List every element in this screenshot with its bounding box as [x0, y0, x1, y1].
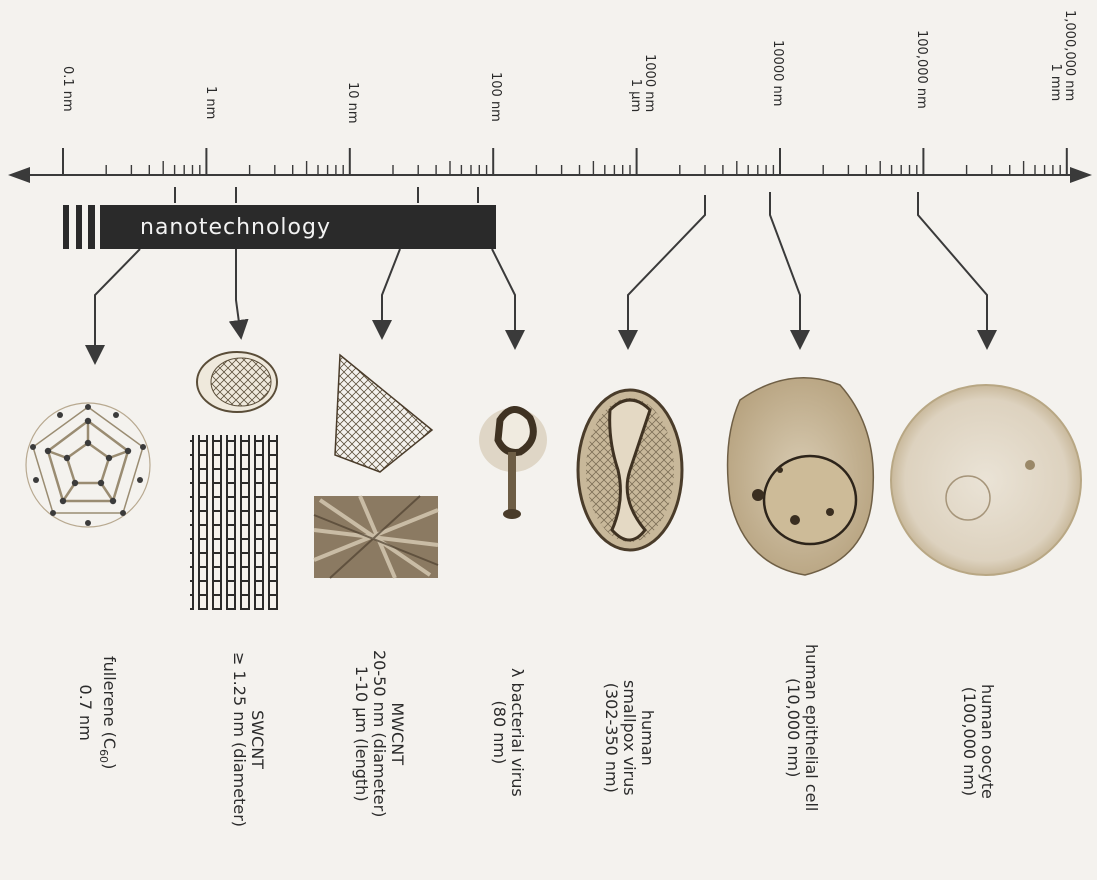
- smallpox-label: human smallpox virus (302-350 nm): [602, 680, 656, 796]
- scale-label-text: 1,000,000 nm: [1062, 10, 1076, 101]
- epithelial-connector: [770, 192, 800, 340]
- epithelial-cell-image: [728, 378, 874, 575]
- scale-label-0-1nm: 0.1 nm: [60, 66, 74, 112]
- swcnt-connector: [236, 249, 240, 330]
- scale-label-10nm: 10 nm: [345, 82, 359, 124]
- lambda-virus-size: (80 nm): [490, 668, 508, 797]
- smallpox-name: smallpox virus: [620, 680, 638, 796]
- nanotechnology-band: nanotechnology: [100, 205, 496, 249]
- scale-label-1mm: 1,000,000 nm 1 mm: [1048, 10, 1076, 101]
- scale-label-text: 1 µm: [628, 54, 642, 112]
- scale-label-text: 0.1 nm: [60, 66, 75, 112]
- mwcnt-connector: [382, 249, 400, 330]
- fullerene-image: [26, 403, 150, 527]
- nanotech-band-stripes: [63, 205, 95, 249]
- mwcnt-label: MWCNT 20-50 nm (diameter) 1-10 µm (lengt…: [352, 650, 406, 817]
- lambda-virus-name: λ bacterial virus: [508, 668, 526, 797]
- axis-left-arrow-icon: [8, 167, 30, 183]
- scale-label-text: 100 nm: [488, 72, 503, 122]
- fullerene-name: fullerene (C: [100, 656, 119, 749]
- epithelial-label: human epithelial cell (10,000 nm): [784, 644, 820, 811]
- mwcnt-length: 1-10 µm (length): [352, 650, 370, 817]
- fullerene-connector: [95, 249, 140, 355]
- swcnt-size: ≥ 1.25 nm (diameter): [230, 652, 248, 827]
- mwcnt-diameter: 20-50 nm (diameter): [370, 650, 388, 817]
- smallpox-virus-image: [578, 390, 682, 550]
- epithelial-name: human epithelial cell: [802, 644, 820, 811]
- fullerene-size: 0.7 nm: [76, 656, 94, 769]
- scale-label-text: 1 nm: [203, 86, 218, 119]
- log-ticks: [63, 148, 1067, 175]
- scale-axis: [8, 148, 1092, 183]
- oocyte-name: human oocyte: [978, 684, 996, 799]
- scale-label-text: 100,000 nm: [914, 30, 929, 109]
- nanotechnology-label: nanotechnology: [140, 215, 331, 240]
- scale-label-10000nm: 10000 nm: [770, 40, 784, 106]
- scale-label-100nm: 100 nm: [488, 72, 502, 122]
- oocyte-label: human oocyte (100,000 nm): [960, 684, 996, 799]
- scale-label-100000nm: 100,000 nm: [914, 30, 928, 109]
- smallpox-connector: [628, 195, 705, 340]
- smallpox-size: (302-350 nm): [602, 680, 620, 796]
- swcnt-label: SWCNT ≥ 1.25 nm (diameter): [230, 652, 266, 827]
- scale-label-1nm: 1 nm: [203, 86, 217, 119]
- mwcnt-name: MWCNT: [388, 650, 406, 817]
- scale-label-text: 10000 nm: [770, 40, 785, 106]
- epithelial-size: (10,000 nm): [784, 644, 802, 811]
- lambda-virus-label: λ bacterial virus (80 nm): [490, 668, 526, 797]
- oocyte-connector: [918, 192, 987, 340]
- swcnt-image: [190, 352, 280, 610]
- mwcnt-image: [314, 355, 438, 578]
- scale-label-text: 1 mm: [1048, 10, 1062, 101]
- oocyte-size: (100,000 nm): [960, 684, 978, 799]
- fullerene-subscript: 60: [97, 749, 110, 763]
- fullerene-label: fullerene (C60) 0.7 nm: [76, 656, 118, 769]
- smallpox-line1: human: [638, 680, 656, 796]
- lambda-virus-image: [479, 408, 547, 519]
- scale-label-text: 10 nm: [345, 82, 360, 124]
- scale-label-1000nm: 1000 nm 1 µm: [628, 54, 656, 112]
- fullerene-paren: ): [100, 763, 119, 769]
- scale-label-text: 1000 nm: [642, 54, 656, 112]
- axis-right-arrow-icon: [1070, 167, 1092, 183]
- oocyte-image: [891, 385, 1081, 575]
- lambda-connector: [492, 249, 515, 340]
- swcnt-name: SWCNT: [248, 652, 266, 827]
